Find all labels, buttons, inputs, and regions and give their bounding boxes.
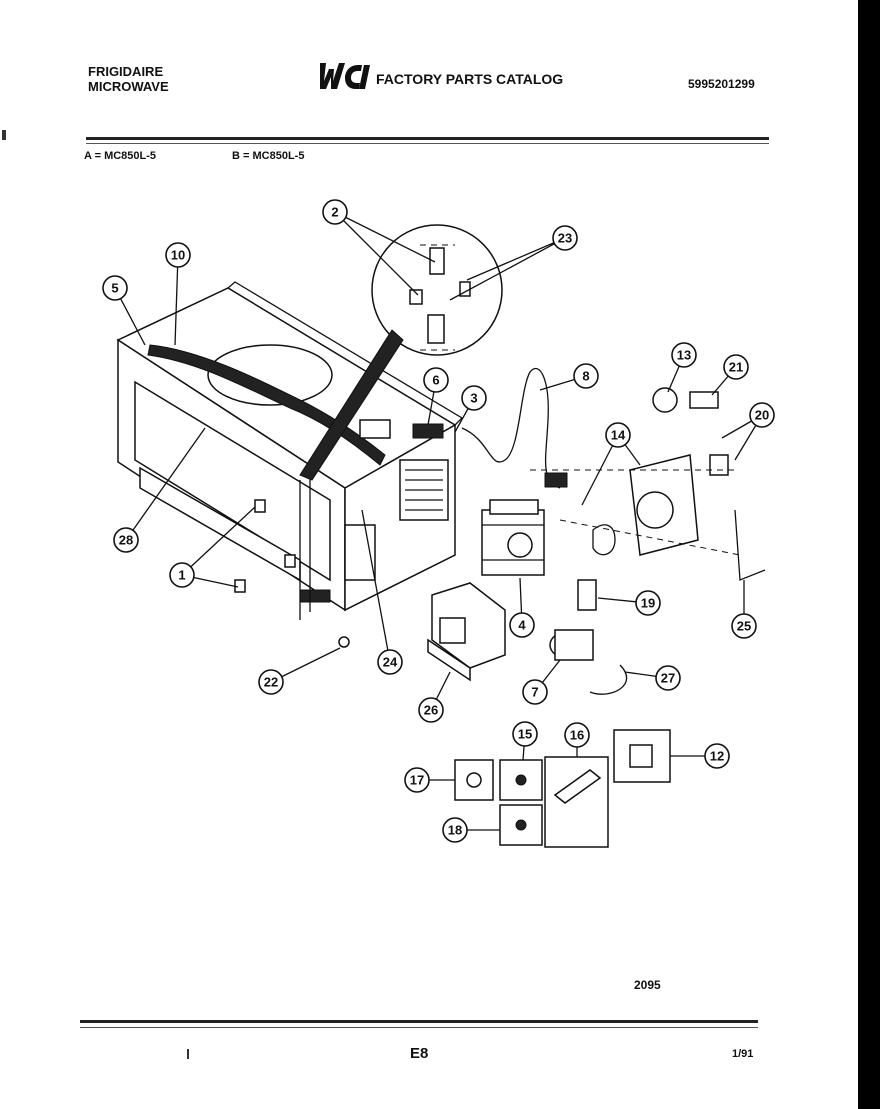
svg-text:25: 25 bbox=[737, 619, 751, 634]
diagram-code: 2095 bbox=[634, 978, 661, 992]
model-b: B = MC850L-5 bbox=[232, 150, 305, 162]
callout-15: 15 bbox=[512, 721, 538, 747]
small-parts bbox=[234, 499, 350, 648]
switch-detail-inset bbox=[299, 224, 503, 481]
footer-rule bbox=[80, 1020, 758, 1023]
magnetron-drawing bbox=[481, 499, 545, 576]
svg-text:8: 8 bbox=[582, 369, 589, 384]
callout-5: 5 bbox=[102, 275, 128, 301]
svg-text:28: 28 bbox=[119, 533, 133, 548]
boxed-parts bbox=[454, 729, 671, 848]
callout-12: 12 bbox=[704, 743, 730, 769]
model-a: A = MC850L-5 bbox=[84, 150, 157, 162]
svg-text:27: 27 bbox=[661, 671, 675, 686]
part-number: 5995201299 bbox=[688, 77, 755, 91]
fan-motor-drawing bbox=[530, 387, 766, 581]
header-rule-thin bbox=[86, 143, 769, 144]
svg-text:20: 20 bbox=[755, 408, 769, 423]
chassis-drawing bbox=[116, 281, 464, 620]
callout-1: 1 bbox=[169, 562, 195, 588]
catalog-date: 1/91 bbox=[732, 1048, 754, 1060]
svg-text:12: 12 bbox=[710, 749, 724, 764]
callout-4: 4 bbox=[509, 612, 535, 638]
svg-text:1: 1 bbox=[178, 568, 185, 583]
svg-text:18: 18 bbox=[448, 823, 462, 838]
callout-28: 28 bbox=[113, 527, 139, 553]
svg-text:6: 6 bbox=[432, 373, 439, 388]
footer-rule-thin bbox=[80, 1027, 758, 1028]
header-rule bbox=[86, 137, 769, 140]
footer-tick-mark bbox=[187, 1049, 189, 1059]
wci-logo bbox=[320, 63, 370, 89]
callout-14: 14 bbox=[605, 422, 631, 448]
svg-text:13: 13 bbox=[677, 348, 691, 363]
svg-text:17: 17 bbox=[410, 773, 424, 788]
callout-7: 7 bbox=[522, 679, 548, 705]
exploded-parts-diagram: 1 2 3 4 5 6 7 8 10 12 13 14 15 16 17 18 … bbox=[102, 199, 775, 848]
brand-name: FRIGIDAIRE bbox=[88, 64, 164, 79]
catalog-title: FACTORY PARTS CATALOG bbox=[376, 71, 564, 87]
svg-text:10: 10 bbox=[171, 248, 185, 263]
svg-text:23: 23 bbox=[558, 231, 572, 246]
callout-25: 25 bbox=[731, 613, 757, 639]
svg-text:14: 14 bbox=[611, 428, 626, 443]
capacitor-drawing bbox=[549, 579, 628, 695]
product-type: MICROWAVE bbox=[88, 79, 169, 94]
callout-10: 10 bbox=[165, 242, 191, 268]
callout-20: 20 bbox=[749, 402, 775, 428]
svg-text:21: 21 bbox=[729, 360, 743, 375]
scan-mark bbox=[2, 130, 6, 140]
callout-21: 21 bbox=[723, 354, 749, 380]
callout-22: 22 bbox=[258, 669, 284, 695]
callout-26: 26 bbox=[418, 697, 444, 723]
svg-text:15: 15 bbox=[518, 727, 532, 742]
callout-13: 13 bbox=[671, 342, 697, 368]
brand-block: FRIGIDAIRE MICROWAVE bbox=[88, 64, 169, 94]
svg-text:19: 19 bbox=[641, 596, 655, 611]
svg-text:22: 22 bbox=[264, 675, 278, 690]
svg-text:24: 24 bbox=[383, 655, 398, 670]
svg-text:26: 26 bbox=[424, 703, 438, 718]
callout-23: 23 bbox=[552, 225, 578, 251]
callout-8: 8 bbox=[573, 363, 599, 389]
transformer-drawing bbox=[427, 582, 506, 682]
svg-text:16: 16 bbox=[570, 728, 584, 743]
chassis-vent bbox=[399, 459, 449, 521]
svg-text:7: 7 bbox=[531, 685, 538, 700]
callout-24: 24 bbox=[377, 649, 403, 675]
callout-27: 27 bbox=[655, 665, 681, 691]
callout-19: 19 bbox=[635, 590, 661, 616]
callout-2: 2 bbox=[322, 199, 348, 225]
svg-text:4: 4 bbox=[518, 618, 526, 633]
callout-16: 16 bbox=[564, 722, 590, 748]
callout-3: 3 bbox=[461, 385, 487, 411]
callout-18: 18 bbox=[442, 817, 468, 843]
catalog-page: FRIGIDAIRE MICROWAVE FACTORY PARTS CATAL… bbox=[0, 0, 858, 1109]
power-cord-drawing bbox=[461, 367, 568, 489]
callout-6: 6 bbox=[423, 367, 449, 393]
page-number: E8 bbox=[410, 1045, 429, 1062]
svg-text:5: 5 bbox=[111, 281, 118, 296]
svg-text:3: 3 bbox=[470, 391, 477, 406]
svg-text:2: 2 bbox=[331, 205, 338, 220]
callout-17: 17 bbox=[404, 767, 430, 793]
